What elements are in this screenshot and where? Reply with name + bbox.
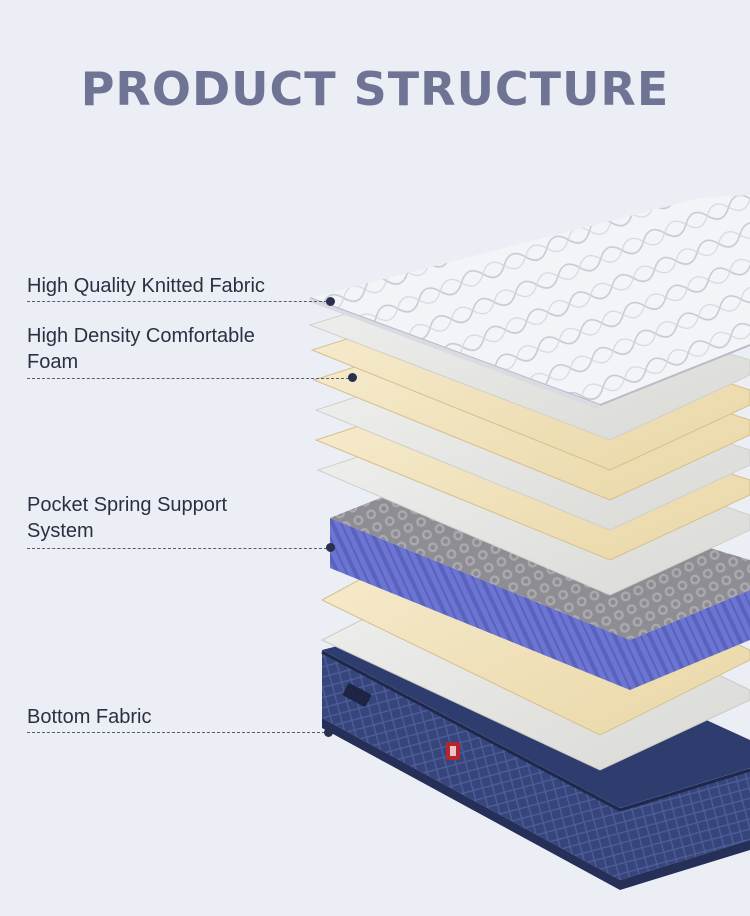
page-title: PRODUCT STRUCTURE [80,62,670,116]
label-knitted-fabric: High Quality Knitted Fabric [27,275,265,297]
marker-dot-bottom-fabric [324,728,333,737]
label-foam-line2: Foam [27,351,79,373]
leader-line-bottom-fabric [27,732,325,733]
label-bottom-fabric: Bottom Fabric [27,706,152,728]
label-spring-line2: System [27,520,94,542]
marker-dot-knitted-fabric [326,297,335,306]
knitted-fabric-top [309,195,750,410]
leader-line-spring [27,548,327,549]
leader-line-knitted-fabric [27,301,327,302]
marker-dot-spring [326,543,335,552]
label-tag-icon [342,683,372,707]
leader-line-foam [27,378,349,379]
brand-logo-icon [446,742,460,760]
marker-dot-foam [348,373,357,382]
label-spring-line1: Pocket Spring Support [27,494,228,516]
label-foam-line1: High Density Comfortable [27,325,255,347]
